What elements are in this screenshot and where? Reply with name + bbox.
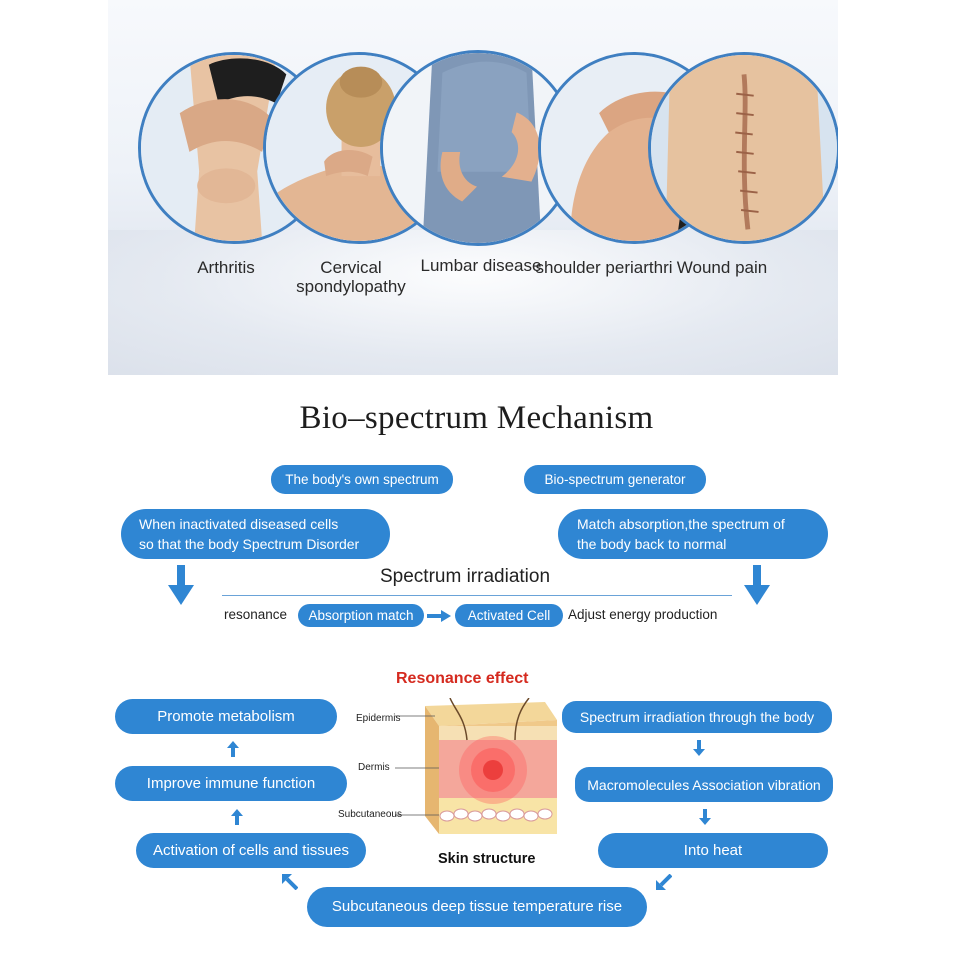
left-down-arrow-icon: [168, 565, 194, 605]
subcutaneous-label: Subcutaneous: [338, 809, 402, 820]
disorder-pill: When inactivated diseased cells so that …: [121, 509, 390, 559]
banner-floor: [108, 230, 838, 375]
match-pill: Match absorption,the spectrum of the bod…: [558, 509, 828, 559]
down-arrow-icon-2: [699, 809, 711, 825]
scar-photo: [648, 52, 838, 244]
activation-cells-pill: Activation of cells and tissues: [136, 833, 366, 868]
temperature-rise-pill: Subcutaneous deep tissue temperature ris…: [307, 887, 647, 927]
up-arrow-icon-2: [231, 809, 243, 825]
immune-function-pill: Improve immune function: [115, 766, 347, 801]
resonance-effect-title: Resonance effect: [396, 670, 529, 687]
promote-metabolism-pill: Promote metabolism: [115, 699, 337, 734]
condition-caption-wound: Wound pain: [676, 258, 768, 277]
condition-caption-shoulder: shoulder periarthri: [535, 258, 673, 277]
skin-structure-caption: Skin structure: [438, 851, 536, 867]
into-heat-pill: Into heat: [598, 833, 828, 868]
dermis-label: Dermis: [358, 762, 390, 773]
conditions-banner: Arthritis Cervical spondylopathy Lumbar …: [108, 0, 838, 375]
mechanism-title: Bio–spectrum Mechanism: [299, 400, 654, 436]
skin-structure-illustration: [395, 698, 557, 834]
down-left-arrow-icon: [656, 874, 672, 890]
spectrum-irradiation-label: Spectrum irradiation: [380, 566, 551, 587]
condition-caption-cervical: Cervical spondylopathy: [296, 258, 406, 296]
irradiation-through-body-pill: Spectrum irradiation through the body: [562, 701, 832, 733]
right-down-arrow-icon: [744, 565, 770, 605]
epidermis-label: Epidermis: [356, 713, 401, 724]
condition-caption-lumbar: Lumbar disease: [420, 256, 542, 275]
adjust-energy-label: Adjust energy production: [568, 607, 718, 622]
macromolecules-vibration-pill: Macromolecules Association vibration: [575, 767, 833, 802]
down-arrow-icon: [693, 740, 705, 756]
up-arrow-icon: [227, 741, 239, 757]
condition-caption-arthritis: Arthritis: [197, 258, 255, 277]
own-spectrum-pill: The body's own spectrum: [271, 465, 453, 494]
resonance-label: resonance: [224, 607, 288, 622]
right-arrow-icon: [427, 610, 451, 622]
up-left-arrow-icon: [282, 874, 298, 890]
irradiation-divider: [222, 595, 732, 596]
activated-cell-pill: Activated Cell: [455, 604, 563, 627]
absorption-match-pill: Absorption match: [298, 604, 424, 627]
generator-pill: Bio-spectrum generator: [524, 465, 706, 494]
